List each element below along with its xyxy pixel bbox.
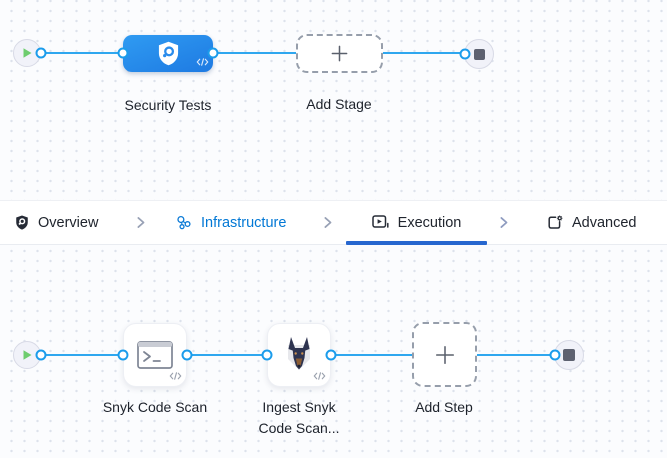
tab-label: Overview [38,214,99,231]
infrastructure-icon [176,215,192,230]
tab-execution[interactable]: Execution [346,201,487,245]
play-icon [23,350,32,360]
chevron-right-icon [321,201,334,244]
add-step-button[interactable] [412,322,477,387]
stage-node-security-tests[interactable] [123,35,213,72]
connector-dot[interactable] [181,349,193,361]
connector-dot[interactable] [35,47,47,59]
active-tab-underline [346,241,487,245]
code-icon [313,368,326,384]
step-node-snyk-code-scan[interactable] [123,323,187,387]
connector-dot[interactable] [35,349,47,361]
connector-dot[interactable] [325,349,337,361]
play-icon [23,48,32,58]
connector-dot[interactable] [207,47,219,59]
tab-advanced[interactable]: Advanced [547,201,637,244]
edge-step2-to-addstep [331,354,412,356]
step-label[interactable]: Snyk Code Scan [102,399,208,415]
edge-step1-to-step2 [187,354,267,356]
tab-label: Execution [397,214,462,231]
stage-config-tabbar: Overview Infrastructure Execution [0,200,667,245]
stop-icon [473,48,485,60]
terminal-icon [137,341,173,369]
edge-addstep-to-end [477,354,554,356]
security-shield-icon [158,41,178,66]
plus-icon [435,345,454,364]
add-step-label[interactable]: Add Step [415,399,473,415]
plus-icon [331,45,348,62]
shield-icon [15,215,29,230]
add-stage-button[interactable] [296,34,383,73]
connector-dot[interactable] [117,349,129,361]
connector-dot[interactable] [261,349,273,361]
chevron-right-icon [497,201,510,244]
edge-start-to-step1 [41,354,123,356]
tab-label: Advanced [572,214,637,231]
step-label[interactable]: Ingest Snyk Code Scan... [258,399,340,436]
connector-dot[interactable] [549,349,561,361]
chevron-right-icon [134,201,147,244]
tab-infrastructure[interactable]: Infrastructure [176,201,286,244]
stop-icon [563,349,575,361]
advanced-icon [547,215,563,230]
edge-start-to-stage [41,52,123,54]
stage-label[interactable]: Security Tests [124,97,212,113]
execution-icon [371,215,389,230]
step-node-ingest-snyk[interactable] [267,323,331,387]
tab-label: Infrastructure [201,214,287,231]
add-stage-label[interactable]: Add Stage [306,96,372,112]
tab-overview[interactable]: Overview [15,201,98,244]
edge-stage-to-addstage [213,52,297,54]
code-icon [169,368,182,384]
edge-addstage-to-end [383,52,465,54]
tab-execution-content: Execution [371,201,462,244]
connector-dot[interactable] [459,48,471,60]
code-icon [196,54,209,70]
connector-dot[interactable] [117,47,129,59]
snyk-doberman-icon [288,337,310,370]
